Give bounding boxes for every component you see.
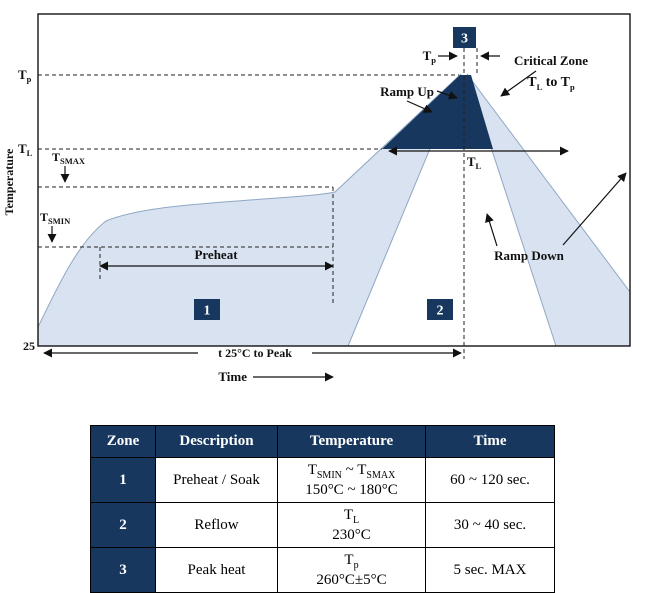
description-cell: Preheat / Soak: [155, 457, 278, 503]
zone-table: Zone Description Temperature Time 1 Preh…: [90, 425, 555, 593]
table-header-row: Zone Description Temperature Time: [90, 425, 555, 458]
origin-tick-label: 25: [23, 339, 35, 353]
critical-zone-label: Critical Zone: [514, 53, 588, 68]
plot-border: [37, 13, 631, 347]
temperature-cell: TL 230°C: [277, 502, 426, 548]
zone-1-badge: [194, 299, 220, 320]
tp-tick-label: Tp: [18, 67, 32, 84]
zone-3-badge-label: 3: [461, 32, 468, 47]
preheat-label: Preheat: [194, 247, 238, 262]
t25-label-backing: [198, 347, 312, 359]
temperature-values: 260°C±5°C: [316, 571, 387, 588]
zone-cell: 2: [90, 502, 156, 548]
critical-zone-shape: [382, 75, 493, 149]
time-cell: 5 sec. MAX: [425, 547, 555, 593]
col-header-temperature: Temperature: [277, 425, 426, 458]
t25-label: t 25°C to Peak: [218, 346, 292, 360]
temp-symbol: ~ T: [341, 461, 367, 478]
ramp-down-arrow-2: [485, 213, 498, 247]
axis-labels: Temperature Tp TL 25 TSMAX TSMIN Time: [2, 67, 247, 384]
temperature-symbols: TL: [282, 507, 421, 526]
temperature-cell: Tp 260°C±5°C: [277, 547, 426, 593]
critical-zone-arrow: [500, 70, 537, 97]
temp-subscript: p: [353, 559, 359, 571]
tl-duration-label: TL: [467, 154, 482, 171]
tl-tick-label: TL: [18, 141, 33, 158]
ramp-up-arrow-1: [436, 90, 458, 100]
ramp-down-arrow-1: [562, 172, 627, 246]
temperature-values: 150°C ~ 180°C: [305, 481, 398, 498]
tsmin-label: TSMIN: [40, 210, 71, 226]
tsmax-label: TSMAX: [52, 150, 86, 166]
temp-symbol: T: [344, 551, 354, 568]
ramp-down-label: Ramp Down: [494, 248, 564, 263]
description-cell: Reflow: [155, 502, 278, 548]
zone-3-badge: [453, 27, 476, 48]
table-row-zone1: 1 Preheat / Soak TSMIN ~ TSMAX 150°C ~ 1…: [90, 457, 555, 503]
ramp-up-arrow-2: [406, 100, 433, 113]
time-cell: 60 ~ 120 sec.: [425, 457, 555, 503]
zone-2-badge-label: 2: [437, 304, 444, 319]
time-cell: 30 ~ 40 sec.: [425, 502, 555, 548]
y-axis-label: Temperature: [2, 148, 16, 215]
temp-subscript: L: [353, 514, 360, 526]
temperature-values: 230°C: [332, 526, 371, 543]
zone-2-badge: [427, 299, 453, 320]
dashed-guides: [38, 48, 478, 359]
zone-1-badge-label: 1: [204, 304, 211, 319]
description-cell: Peak heat: [155, 547, 278, 593]
table-row-zone2: 2 Reflow TL 230°C 30 ~ 40 sec.: [90, 502, 555, 548]
zone-cell: 1: [90, 457, 156, 503]
temp-symbol: T: [307, 461, 317, 478]
temp-subscript: SMIN: [316, 469, 342, 481]
tp-duration-label: Tp: [423, 48, 437, 65]
profile-bands: [37, 73, 631, 347]
temperature-symbols: Tp: [282, 552, 421, 571]
table-row-zone3: 3 Peak heat Tp 260°C±5°C 5 sec. MAX: [90, 547, 555, 593]
temperature-cell: TSMIN ~ TSMAX 150°C ~ 180°C: [277, 457, 426, 503]
temp-symbol: T: [343, 506, 354, 523]
zone-cell: 3: [90, 547, 156, 593]
temperature-symbols: TSMIN ~ TSMAX: [282, 462, 421, 481]
ramp-down-band: [466, 73, 631, 347]
col-header-description: Description: [155, 425, 278, 458]
preheat-soak-band: [37, 73, 462, 347]
col-header-zone: Zone: [90, 425, 156, 458]
x-axis-label: Time: [218, 369, 247, 384]
temp-subscript: SMAX: [366, 469, 396, 481]
col-header-time: Time: [425, 425, 555, 458]
reflow-profile-chart: 1 2 3 Temperature Tp TL 25 TSMAX TSMIN T…: [2, 13, 631, 384]
ramp-up-label: Ramp Up: [380, 84, 434, 99]
critical-zone-range-label: TL to Tp: [527, 75, 575, 92]
zone-badges: 1 2 3: [194, 27, 476, 320]
annotation-labels: Preheat Ramp Up Ramp Down Critical Zone …: [194, 48, 588, 360]
